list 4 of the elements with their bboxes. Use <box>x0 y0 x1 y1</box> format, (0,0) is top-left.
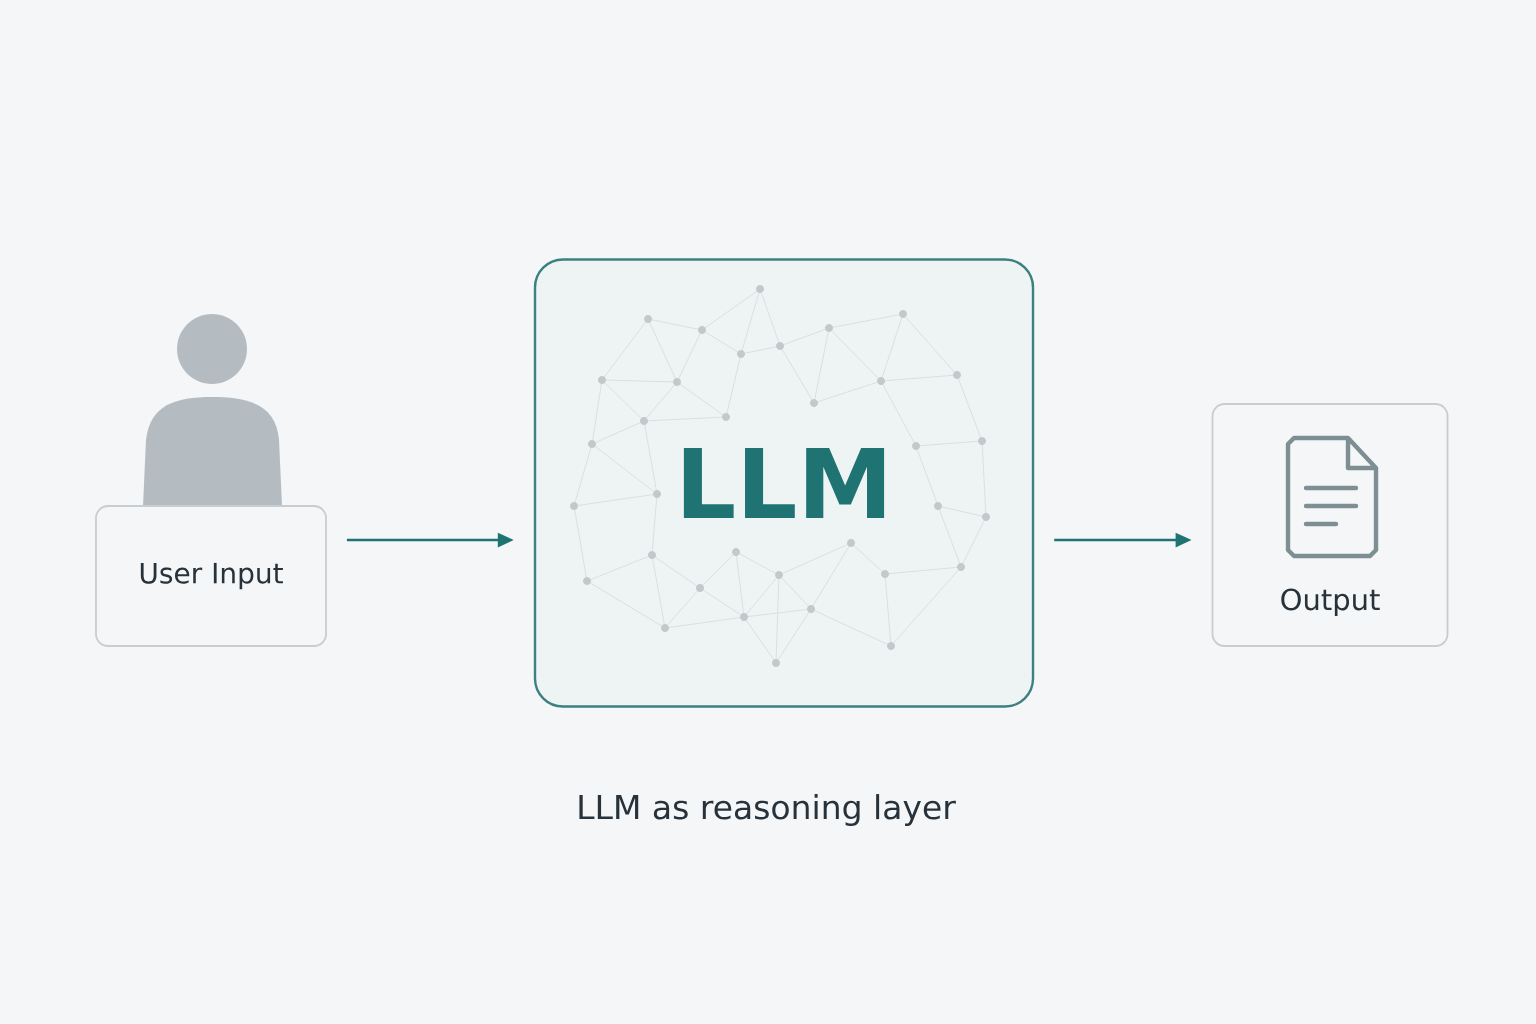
input-box: User Input <box>95 505 327 647</box>
llm-box: LLM <box>533 258 1035 708</box>
caption: LLM as reasoning layer <box>579 794 956 826</box>
output-box: Output <box>1211 403 1449 647</box>
